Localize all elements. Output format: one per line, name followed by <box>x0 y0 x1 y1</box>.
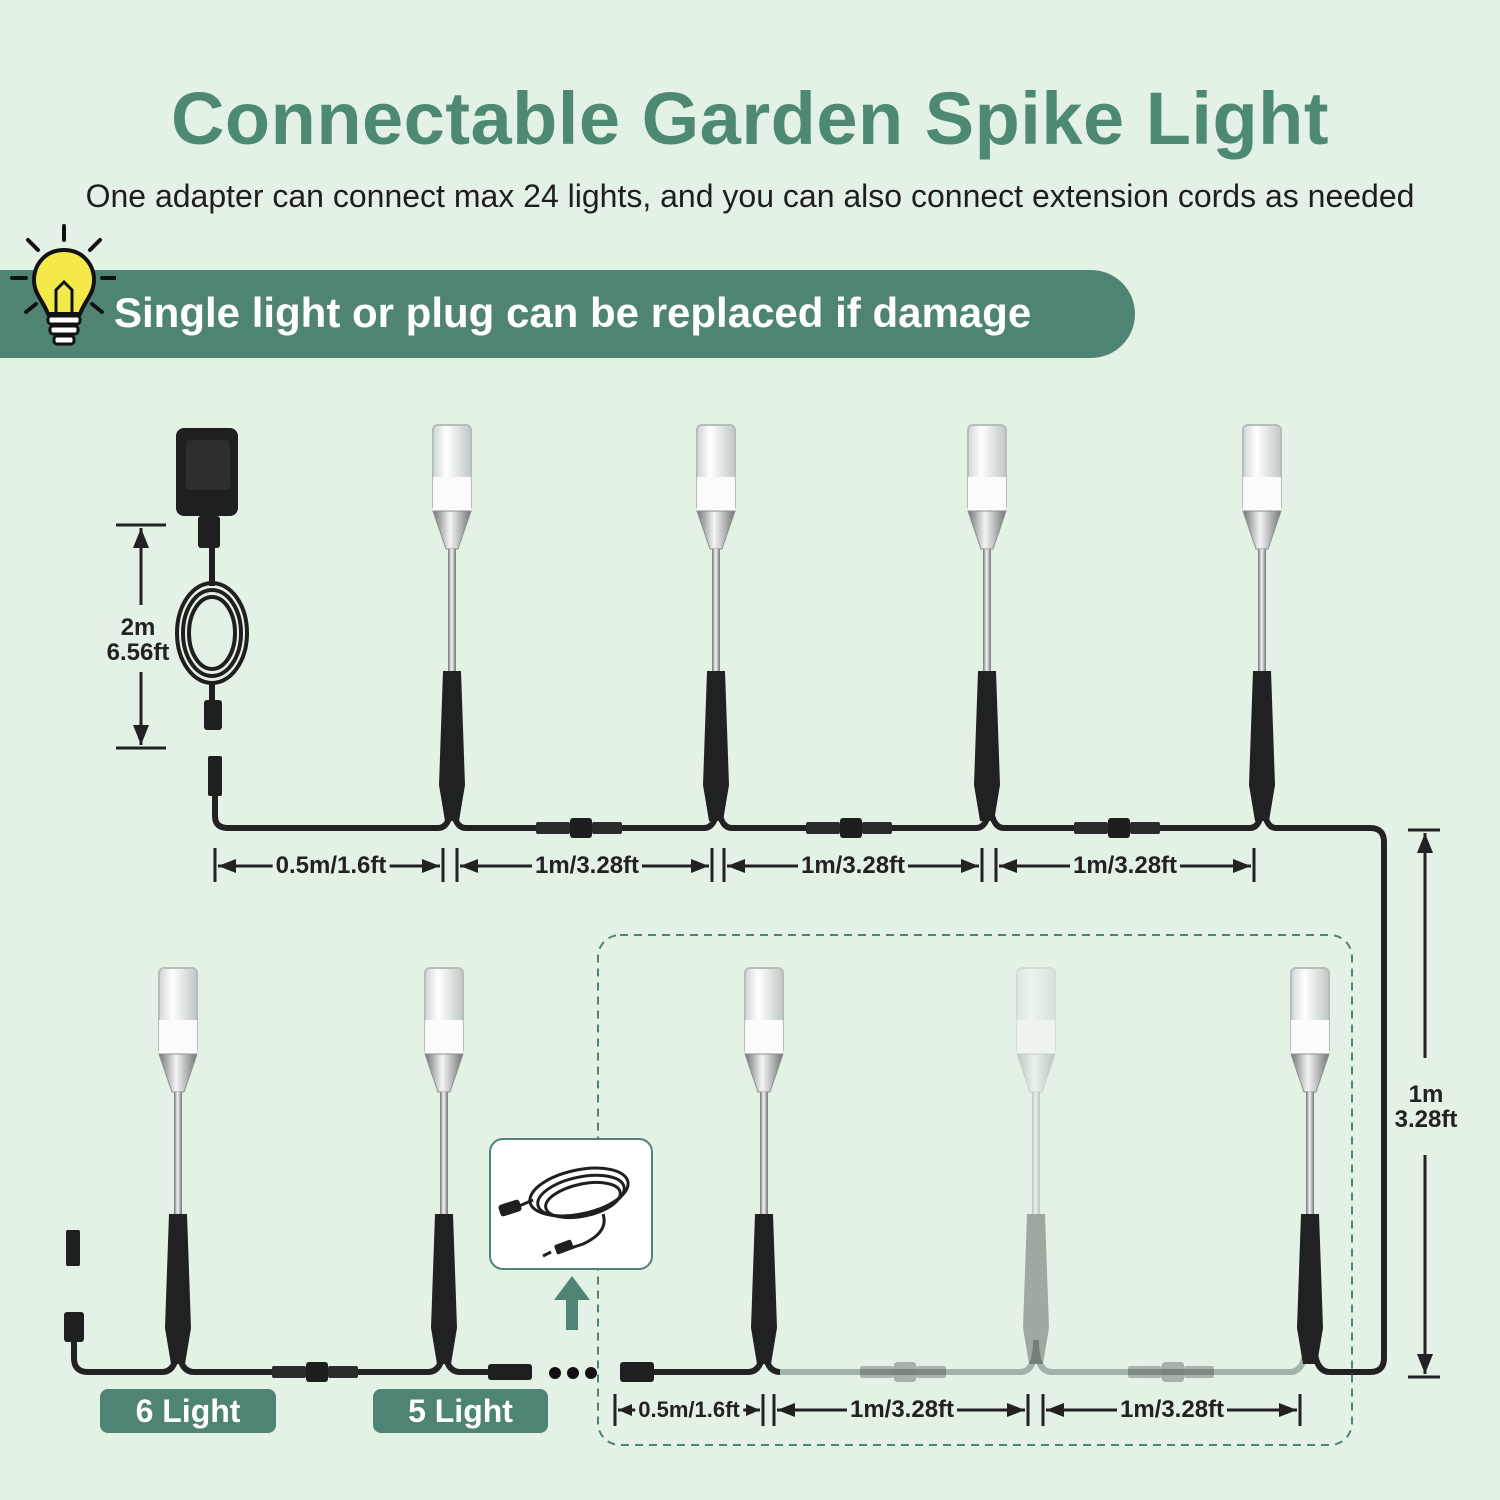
light-count-tag: 5 Light <box>373 1389 548 1433</box>
lightbulb-icon <box>10 224 116 346</box>
vertical-length-m: 1m <box>1408 1081 1444 1108</box>
banner-text: Single light or plug can be replaced if … <box>114 289 1032 336</box>
bottom-segment-label: 1m/3.28ft <box>846 1396 958 1424</box>
bottom-segment-label: 0.5m/1.6ft <box>635 1397 743 1423</box>
adapter-length-m: 2m <box>120 614 156 641</box>
top-segment-label: 1m/3.28ft <box>797 852 909 880</box>
light-count-tag: 6 Light <box>100 1389 276 1433</box>
vertical-dimension-arrow <box>1408 828 1440 1379</box>
page-subtitle: One adapter can connect max 24 lights, a… <box>85 178 1415 214</box>
adapter-cable-length: 2m 6.56ft <box>106 613 170 667</box>
adapter-dimension-arrow <box>116 523 166 750</box>
connection-dots <box>549 1367 597 1379</box>
power-adapter <box>175 428 249 796</box>
vertical-length-ft: 3.28ft <box>1394 1106 1458 1133</box>
adapter-length-ft: 6.56ft <box>106 639 170 666</box>
replace-banner: Single light or plug can be replaced if … <box>0 270 1135 358</box>
vertical-run-length: 1m 3.28ft <box>1394 1080 1458 1134</box>
replaceable-group-outline <box>597 934 1353 1446</box>
top-segment-label: 1m/3.28ft <box>531 852 643 880</box>
top-segment-label: 1m/3.28ft <box>1069 852 1181 880</box>
top-segment-label: 0.5m/1.6ft <box>272 852 390 880</box>
bottom-segment-label: 1m/3.28ft <box>1116 1396 1228 1424</box>
page-title: Connectable Garden Spike Light <box>170 77 1330 160</box>
up-arrow-icon <box>554 1276 590 1330</box>
extension-cord-card <box>489 1138 653 1270</box>
extension-cord-icon <box>498 1166 630 1258</box>
top-row-cable <box>212 794 1387 1375</box>
